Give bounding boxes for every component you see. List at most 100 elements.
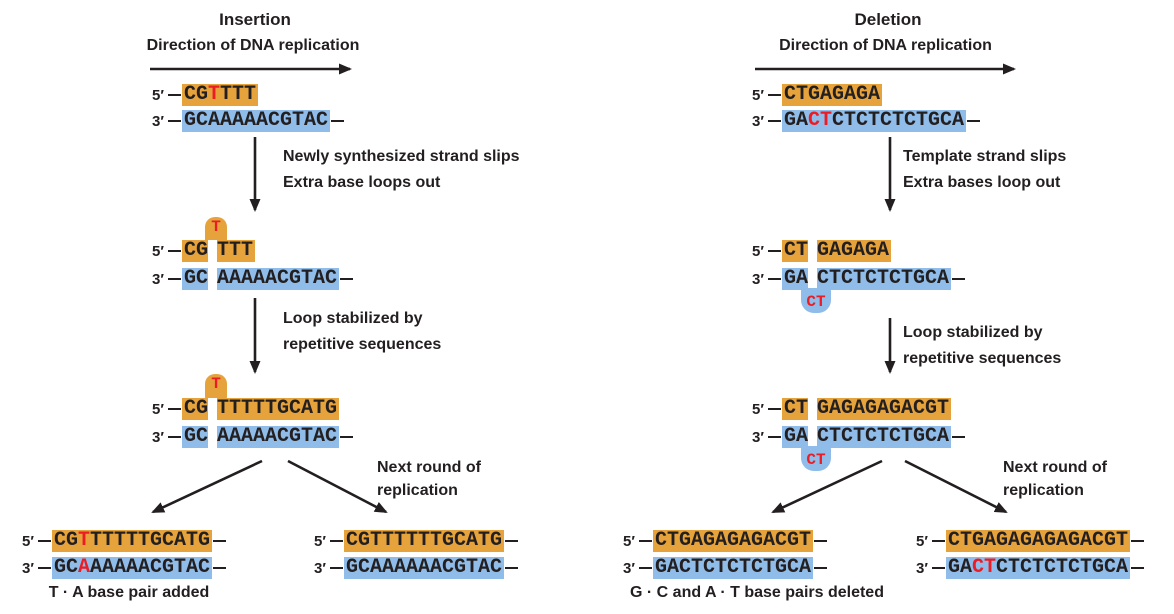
base: G — [197, 529, 210, 552]
base: G — [288, 267, 301, 290]
base: G — [840, 239, 853, 262]
base: C — [726, 556, 739, 579]
loop-base-letters: CT — [806, 451, 826, 469]
base: C — [783, 239, 796, 262]
base: T — [843, 109, 856, 132]
base: G — [888, 397, 901, 420]
strand-line — [504, 566, 518, 570]
base: A — [312, 425, 325, 448]
base: C — [924, 267, 937, 290]
base: T — [216, 397, 229, 420]
base: T — [393, 529, 406, 552]
strand-line — [931, 539, 945, 543]
loop-gap — [807, 426, 817, 448]
insertion-title: Insertion — [219, 10, 291, 29]
base: A — [819, 83, 832, 106]
base: T — [900, 425, 913, 448]
strand-line — [329, 539, 343, 543]
base: G — [453, 556, 466, 579]
base: A — [900, 397, 913, 420]
base: A — [843, 83, 856, 106]
base: A — [477, 556, 490, 579]
base: C — [654, 529, 667, 552]
base: C — [750, 556, 763, 579]
base: A — [1007, 529, 1020, 552]
base: C — [840, 425, 853, 448]
base: T — [417, 529, 430, 552]
base: A — [216, 425, 229, 448]
strand-end-label: 5′ — [22, 532, 34, 550]
base: G — [995, 529, 1008, 552]
strand-line — [767, 249, 781, 253]
mutant-base: T — [819, 109, 832, 132]
loop-base-letter: T — [211, 218, 221, 236]
strand-line — [813, 539, 827, 543]
base: T — [264, 397, 277, 420]
strand-end-label: 3′ — [752, 112, 764, 130]
base: G — [774, 556, 787, 579]
base: G — [183, 425, 196, 448]
mutant-base: A — [77, 556, 90, 579]
base: C — [888, 267, 901, 290]
strand-end-label: 3′ — [22, 559, 34, 577]
base: G — [1091, 556, 1104, 579]
base: C — [774, 529, 787, 552]
strand-line — [767, 277, 781, 281]
base: C — [357, 556, 370, 579]
base: C — [1019, 556, 1032, 579]
strand-end-label: 5′ — [752, 400, 764, 418]
base: G — [65, 529, 78, 552]
base: G — [195, 239, 208, 262]
loop-gap — [207, 398, 217, 420]
base: C — [702, 556, 715, 579]
loop-gap — [807, 240, 817, 262]
base: G — [864, 397, 877, 420]
strand-line — [1130, 566, 1144, 570]
deletion-result-caption: G · C and A · T base pairs deleted — [630, 584, 884, 601]
base: T — [762, 556, 775, 579]
base: C — [783, 83, 796, 106]
strand-line — [966, 119, 980, 123]
strand-line — [37, 539, 51, 543]
base: C — [149, 556, 162, 579]
base: G — [927, 109, 940, 132]
base: T — [219, 83, 232, 106]
base: T — [1115, 529, 1128, 552]
base: T — [828, 425, 841, 448]
base: A — [207, 109, 220, 132]
base: T — [867, 109, 880, 132]
base: C — [786, 556, 799, 579]
base: A — [231, 109, 244, 132]
base: A — [867, 83, 880, 106]
base: T — [185, 529, 198, 552]
base: T — [231, 83, 244, 106]
base: C — [1091, 529, 1104, 552]
base: T — [936, 397, 949, 420]
insertion-branch-arrow-right — [287, 459, 388, 514]
base: A — [252, 425, 265, 448]
base: G — [1019, 529, 1032, 552]
mutant-base: C — [807, 109, 820, 132]
strand-line — [167, 119, 181, 123]
base: T — [1055, 556, 1068, 579]
base: G — [783, 267, 796, 290]
base: A — [1031, 529, 1044, 552]
strand-line — [167, 249, 181, 253]
base: A — [951, 109, 964, 132]
base: T — [959, 529, 972, 552]
base: G — [288, 425, 301, 448]
base: A — [738, 529, 751, 552]
